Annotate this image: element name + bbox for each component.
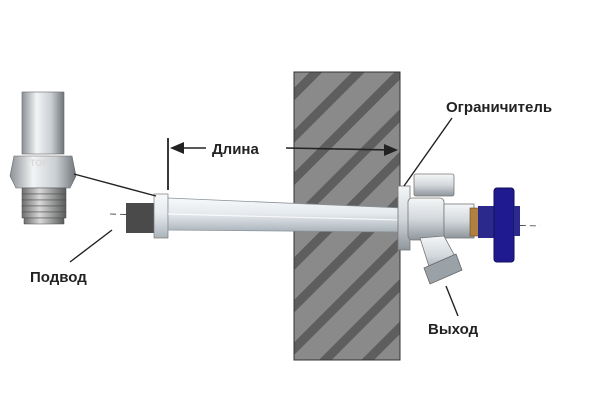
inlet-label: Подвод [30,269,87,286]
outlet-label: Выход [428,321,479,338]
fitting-leader [73,173,157,197]
length-dimension: Длина [167,138,398,190]
threaded-fitting-icon: TOP [9,91,77,225]
limiter-label: Ограничитель [446,99,552,116]
fitting-mark: TOP [30,158,48,168]
valve-body [407,173,481,285]
valve-handle-icon [478,187,520,263]
inlet-leader [69,229,113,263]
main-pipe [167,197,403,233]
inlet-pipe-end [126,193,169,239]
limiter-leader [403,117,453,187]
outlet-leader [445,285,459,317]
length-label: Длина [212,141,259,158]
